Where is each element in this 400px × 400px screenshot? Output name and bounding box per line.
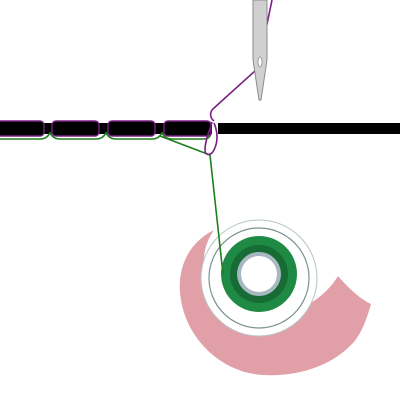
fabric-layer bbox=[218, 123, 400, 134]
bobbin-thread-underside bbox=[0, 131, 212, 140]
stitch-3 bbox=[107, 120, 156, 137]
needle-thread-loop bbox=[204, 121, 218, 156]
stitch-1 bbox=[0, 120, 45, 137]
rotary-hook-icon bbox=[179, 230, 371, 376]
bobbin-hole bbox=[241, 256, 277, 292]
fabric-layer-left bbox=[0, 123, 212, 134]
sewing-needle-icon bbox=[252, 0, 268, 101]
stitch-2 bbox=[51, 120, 100, 137]
needle-thread-to-needle bbox=[209, 69, 257, 122]
stitch-4 bbox=[163, 120, 212, 137]
stitch-group bbox=[0, 120, 212, 137]
